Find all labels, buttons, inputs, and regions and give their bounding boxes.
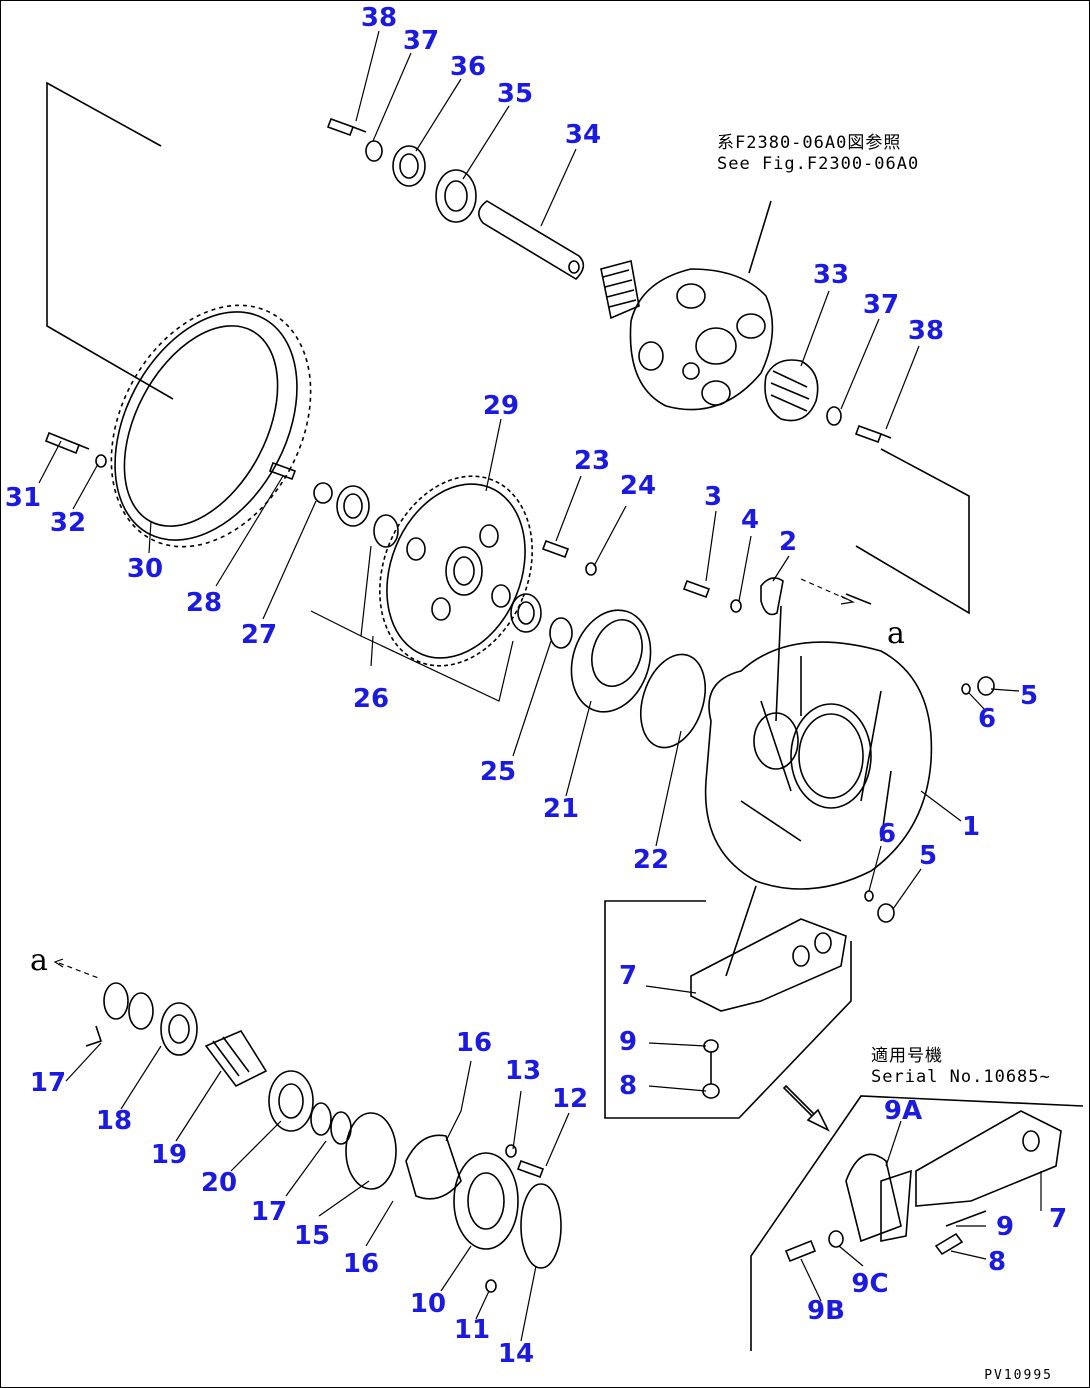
part-label-11: 11 (453, 1315, 491, 1345)
bearing-group-center (510, 539, 784, 749)
part-label-31: 31 (4, 483, 42, 513)
part-label-17: 17 (29, 1068, 67, 1098)
serial-note: 適用号機 Serial No.10685~ (871, 1046, 1051, 1089)
part-label-17-lower: 17 (250, 1197, 288, 1227)
part-label-36: 36 (449, 52, 487, 82)
reference-note-line1: 系F2380-06A0図参照 (717, 133, 902, 153)
part-label-24: 24 (619, 471, 657, 501)
part-label-23: 23 (573, 446, 611, 476)
reference-note-line2: See Fig.F2300-06A0 (717, 154, 920, 175)
part-label-12: 12 (551, 1084, 589, 1114)
part-label-9-detail: 9 (995, 1212, 1015, 1242)
part-label-6: 6 (977, 704, 997, 734)
serial-note-line1: 適用号機 (871, 1046, 943, 1066)
part-label-22: 22 (632, 845, 670, 875)
part-label-37-right: 37 (862, 290, 900, 320)
part-label-19: 19 (150, 1140, 188, 1170)
serial-detail-inset (750, 1095, 1084, 1351)
top-shaft-assembly (326, 117, 892, 444)
part-label-5: 5 (1019, 681, 1039, 711)
view-marker-left: a (30, 943, 48, 978)
part-label-32: 32 (49, 508, 87, 538)
view-marker-top: a (887, 616, 905, 651)
gear-29-outline (379, 475, 533, 667)
part-label-26: 26 (352, 684, 390, 714)
part-label-14: 14 (497, 1339, 535, 1369)
part-label-33: 33 (812, 260, 850, 290)
part-label-37: 37 (402, 26, 440, 56)
part-label-16: 16 (455, 1028, 493, 1058)
part-label-2: 2 (778, 527, 798, 557)
part-label-1: 1 (961, 812, 981, 842)
part-label-16-lower: 16 (342, 1249, 380, 1279)
part-label-6-lower: 6 (877, 819, 897, 849)
part-label-18: 18 (95, 1106, 133, 1136)
part-label-8-detail: 8 (987, 1247, 1007, 1277)
part-label-28: 28 (185, 588, 223, 618)
leader-lines (38, 30, 1042, 1342)
bracket-detail-inset (604, 885, 852, 1132)
part-label-7-detail: 7 (1048, 1204, 1068, 1234)
part-label-8: 8 (618, 1071, 638, 1101)
part-label-9A: 9A (883, 1096, 923, 1126)
part-label-13: 13 (504, 1056, 542, 1086)
part-label-9: 9 (618, 1027, 638, 1057)
part-label-4: 4 (740, 505, 760, 535)
part-label-20: 20 (200, 1168, 238, 1198)
part-label-7: 7 (618, 961, 638, 991)
reference-note: 系F2380-06A0図参照 See Fig.F2300-06A0 (717, 133, 919, 176)
assembly-boundary-lines (46, 81, 970, 615)
part-label-15: 15 (293, 1221, 331, 1251)
part-label-34: 34 (564, 120, 602, 150)
part-label-9C: 9C (851, 1269, 889, 1299)
part-label-38: 38 (360, 3, 398, 33)
part-label-27: 27 (240, 620, 278, 650)
part-label-29: 29 (482, 391, 520, 421)
bolt-washer-group-left (44, 431, 399, 548)
part-label-10: 10 (409, 1289, 447, 1319)
housing-1-outline (704, 593, 995, 923)
ring-gear-30-outline (110, 304, 312, 548)
part-label-25: 25 (479, 757, 517, 787)
part-label-9B: 9B (807, 1296, 845, 1326)
pinion-assembly (85, 982, 562, 1293)
serial-note-line2: Serial No.10685~ (871, 1067, 1051, 1088)
part-label-5-lower: 5 (918, 841, 938, 871)
part-label-38-right: 38 (907, 316, 945, 346)
part-label-30: 30 (126, 554, 164, 584)
part-label-35: 35 (496, 79, 534, 109)
part-label-21: 21 (542, 794, 580, 824)
view-arrows (53, 578, 855, 980)
drawing-number: PV10995 (984, 1368, 1053, 1383)
part-label-3: 3 (703, 482, 723, 512)
